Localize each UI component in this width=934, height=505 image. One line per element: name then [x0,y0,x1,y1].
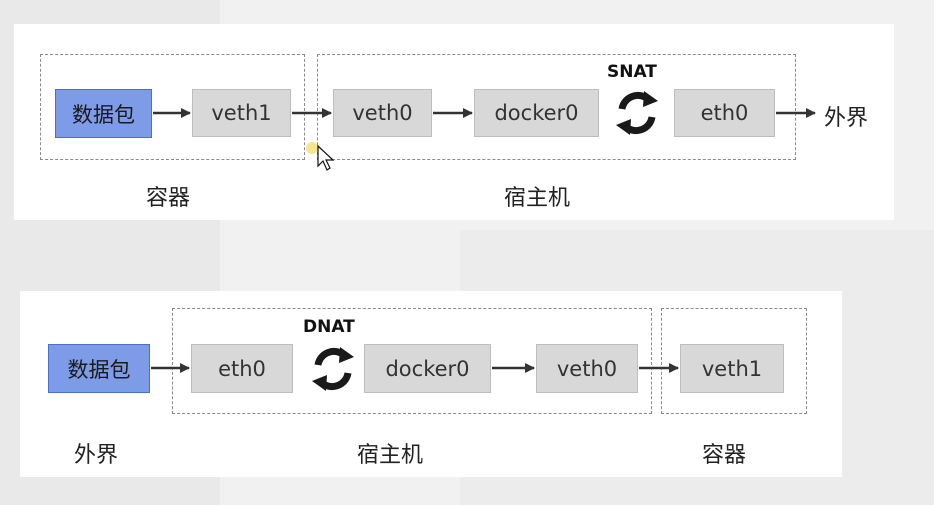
host-caption: 宿主机 [504,186,571,211]
snat-label: SNAT [607,62,657,82]
packet-node: 数据包 [55,89,152,138]
mouse-cursor-icon [317,144,335,171]
cycle-arrows-icon [312,347,354,391]
node-veth1: veth1 [192,89,291,137]
container-boundary [40,54,305,160]
host-boundary [172,308,652,414]
container-caption: 容器 [146,186,191,211]
node-veth1: veth1 [680,344,784,393]
node-eth0: eth0 [191,344,293,393]
dnat-label: DNAT [303,317,355,337]
host-boundary [317,54,796,160]
container-caption: 容器 [702,443,747,468]
node-docker0: docker0 [364,344,491,393]
cursor-highlight [306,142,318,154]
cycle-arrows-icon [616,91,658,135]
host-caption: 宿主机 [357,443,424,468]
node-eth0: eth0 [674,89,775,137]
packet-node: 数据包 [48,344,150,393]
node-veth0: veth0 [333,89,432,137]
node-veth0: veth0 [536,344,638,393]
source-caption: 外界 [74,443,119,468]
destination-label: 外界 [824,106,869,131]
node-docker0: docker0 [474,89,599,137]
container-boundary [661,308,807,414]
